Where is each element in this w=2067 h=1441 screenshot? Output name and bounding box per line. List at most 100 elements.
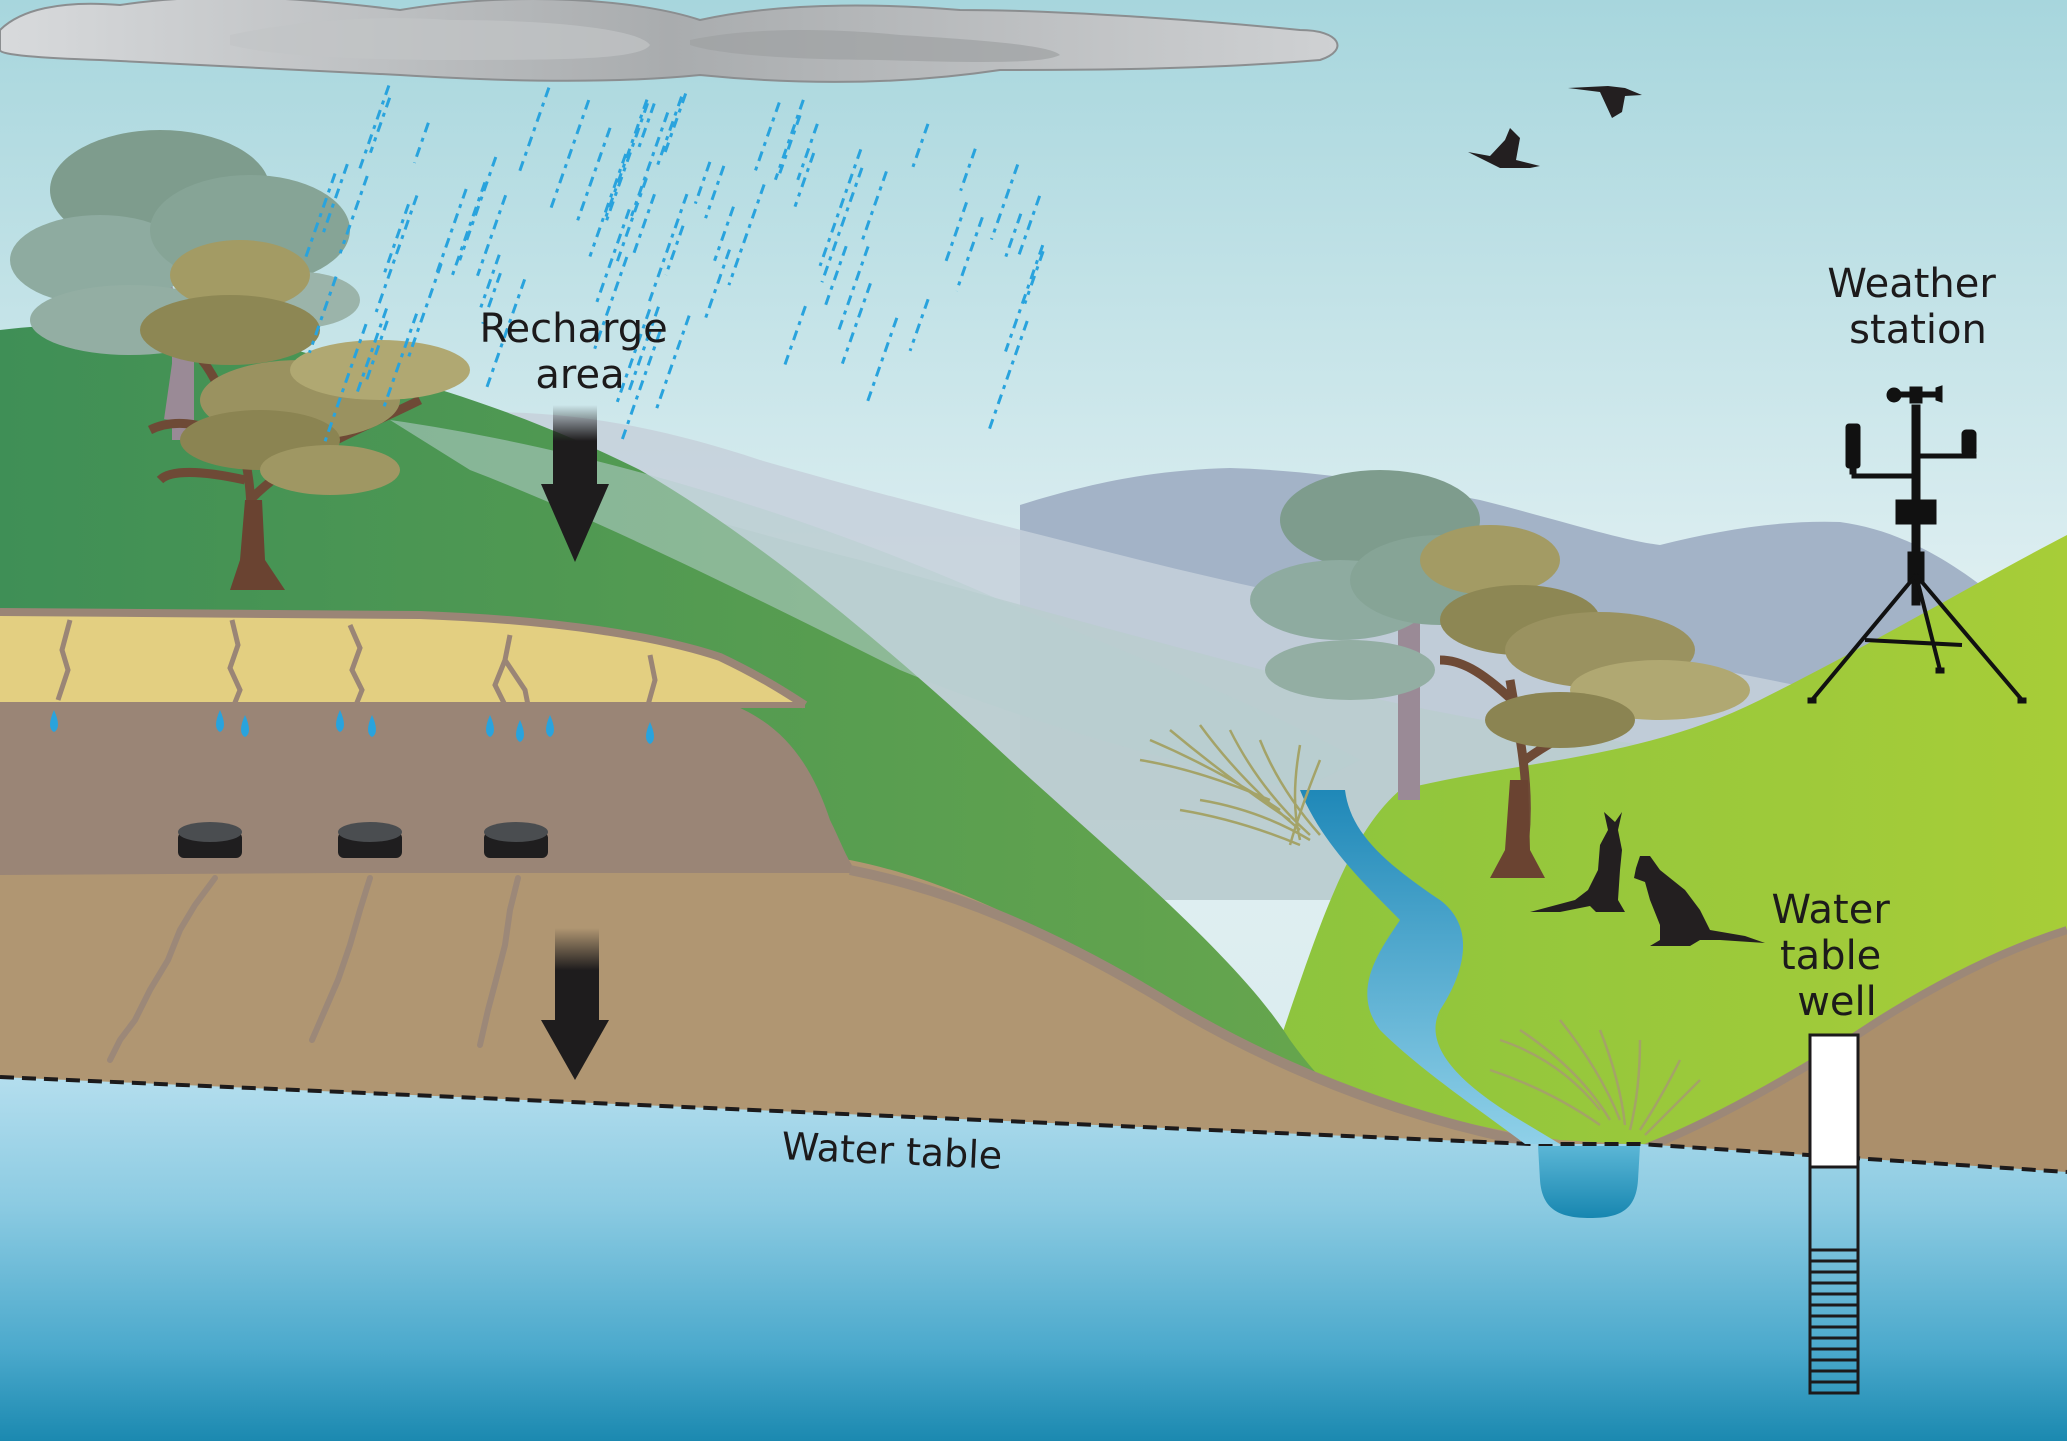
deep-cracks (107, 875, 521, 1063)
weather-station-label: Weather station (1827, 261, 2008, 353)
rain-streak (637, 102, 656, 148)
rain-streak (959, 148, 977, 192)
rain-streak (783, 305, 807, 365)
water-droplet-icon (241, 715, 249, 737)
rain-streak (604, 102, 650, 223)
rain-streak (773, 99, 805, 181)
water-droplet-icon (516, 720, 524, 742)
rain-streak (406, 263, 443, 361)
rain-streak (648, 193, 689, 302)
rain-streak (321, 163, 349, 234)
rain-streak (369, 97, 392, 154)
rain-streak (908, 298, 930, 352)
rain-streak (654, 315, 691, 411)
rain-streak (713, 206, 735, 262)
kangaroo-standing-icon (1530, 812, 1625, 912)
well-screen (1810, 1248, 1858, 1395)
rain-streak (588, 153, 628, 257)
weather-station-label-line: Weather (1827, 261, 1996, 307)
rain-streak (338, 175, 369, 254)
rain-streak (1004, 244, 1045, 352)
rain-streak (911, 123, 930, 168)
rain-streak (450, 181, 487, 278)
mist-band (390, 420, 1360, 790)
rain-streak (630, 112, 670, 217)
water-table-well-label-line: table (1780, 933, 1881, 979)
rain-streak (593, 256, 629, 350)
rain-streak (796, 123, 819, 181)
rain-cloud-icon (0, 0, 1339, 83)
water-droplet-icon (50, 710, 58, 732)
rain-streak (481, 272, 502, 325)
rain-streak (656, 96, 684, 166)
rain-streak (576, 127, 612, 221)
rain-streak (793, 152, 816, 208)
rain-streak (727, 183, 766, 286)
rain-streak (458, 156, 498, 261)
water-droplet-icon (216, 710, 224, 732)
water-table-label: Water table (781, 1124, 1003, 1178)
rain-streak (866, 317, 899, 402)
water-table-well-label-line: Water (1772, 887, 1891, 933)
recharge-area-label: Recharge area (480, 306, 681, 398)
rain-streak (837, 245, 870, 332)
rain-streak (412, 122, 430, 164)
rain-streak (476, 194, 508, 277)
water-droplet-icon (336, 710, 344, 732)
tree-front-left-icon (140, 240, 470, 590)
flying-goose-icon (1568, 86, 1642, 118)
water-table-well-icon (1808, 1033, 1860, 1395)
kangaroo-with-joey-icon (1634, 856, 1765, 946)
recharge-arrow-lower (541, 928, 609, 1080)
rain-streak (548, 99, 591, 212)
rain-streak (664, 225, 685, 276)
topsoil-layer (0, 615, 800, 708)
weather-station-icon (1807, 385, 2027, 704)
rain-streak (1023, 250, 1045, 305)
recharge-area-label-line: area (535, 352, 624, 398)
rain-streak (604, 99, 649, 218)
rain-streak (619, 330, 662, 443)
rain-streak (365, 320, 389, 381)
recharge-arrow-upper (541, 405, 609, 562)
water-table-well-label-line: well (1797, 979, 1877, 1025)
tree-front-right-icon (1420, 525, 1750, 878)
rain-streak (820, 167, 864, 283)
rain-streak (944, 201, 968, 262)
flying-goose-icon (1468, 128, 1540, 168)
water-droplet-icon (646, 722, 654, 744)
clod-icon (338, 822, 402, 858)
rain-streak (479, 254, 501, 308)
subsoil-clay-layer (0, 700, 855, 875)
rain-streak (823, 245, 848, 309)
rain-streak (778, 114, 802, 174)
water-droplets (50, 710, 654, 744)
rain-streak (840, 282, 872, 365)
rain-streak (374, 195, 419, 313)
topsoil-cracks (55, 619, 658, 707)
rain-streak (435, 188, 468, 274)
rain-streak (594, 208, 631, 307)
water-droplet-icon (546, 715, 554, 737)
rain-streaks-icon (303, 84, 1045, 443)
rain-streak (631, 193, 656, 256)
rain-streak (615, 177, 648, 262)
right-hill (1240, 535, 2067, 1170)
rain-streak (358, 84, 391, 169)
rain-streak (382, 313, 419, 408)
water-droplet-icon (368, 715, 376, 737)
rain-streak (614, 308, 652, 408)
rain-streak (818, 148, 863, 267)
weather-station-label-line: station (1849, 307, 1987, 353)
recharge-area-label-line: Recharge (480, 306, 668, 352)
rain-streak (987, 320, 1029, 431)
rain-streak (485, 278, 527, 389)
creek-icon (1300, 790, 1560, 1144)
rain-streak (1017, 195, 1042, 255)
clod-icon (178, 822, 242, 858)
clod-icon (484, 822, 548, 858)
stream-pool (1538, 1146, 1640, 1218)
rain-streak (704, 165, 726, 219)
rain-streak (1004, 213, 1023, 258)
